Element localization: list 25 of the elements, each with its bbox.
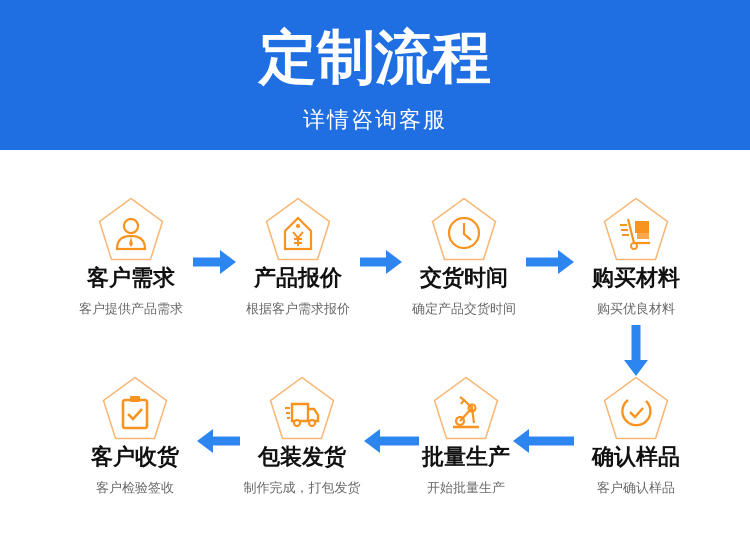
arrow <box>197 429 240 453</box>
step-title: 客户收货 <box>90 444 180 472</box>
arrow <box>193 250 236 274</box>
title: 定制流程 <box>259 22 491 92</box>
step-title: 客户需求 <box>86 265 176 293</box>
step-title: 包装发货 <box>256 444 347 472</box>
arrow <box>624 325 648 376</box>
step-description: 客户确认样品 <box>596 480 676 498</box>
arrow <box>364 429 419 453</box>
step-description: 开始批量生产 <box>426 480 506 498</box>
step-description: 客户检验签收 <box>95 480 175 498</box>
subtitle: 详情咨询客服 <box>303 107 447 135</box>
step-description: 客户提供产品需求 <box>78 301 184 319</box>
step-description: 制作完成，打包发货 <box>242 480 362 498</box>
step-title: 产品报价 <box>253 265 343 293</box>
step-description: 购买优良材料 <box>596 301 676 319</box>
step-title: 购买材料 <box>590 265 681 293</box>
step-title: 确认样品 <box>590 444 681 472</box>
arrow <box>513 429 574 453</box>
arrow <box>526 250 574 274</box>
arrow <box>360 250 402 274</box>
step-title: 批量生产 <box>420 444 511 472</box>
step-title: 交货时间 <box>419 265 509 293</box>
step-description: 根据客户需求报价 <box>245 301 351 319</box>
step-description: 确定产品交货时间 <box>411 301 517 319</box>
